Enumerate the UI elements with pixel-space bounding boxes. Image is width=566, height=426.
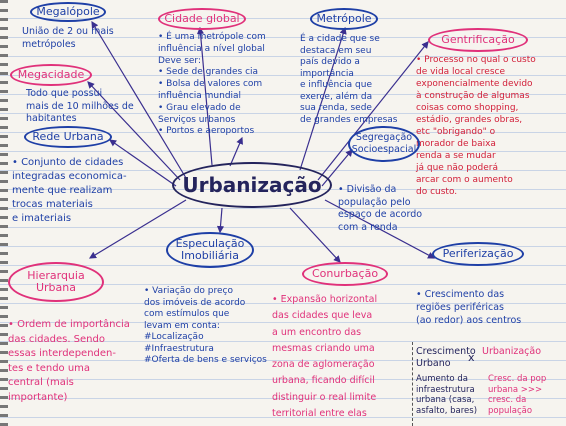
arrow-to-cidade-global-items [229,136,243,167]
text-periferizacao: • Crescimento das regiões periféricas (a… [416,289,522,326]
node-cidade-global: Cidade global [158,8,246,30]
comparison-divider [412,342,414,426]
arrow-to-rede-urbana [109,139,177,187]
central-topic-label: Urbanização [182,173,322,197]
text-conurbacao: • Expansão horizontal das cidades que le… [272,294,378,420]
text-especulacao: • Variação do preço dos imóveis de acord… [144,286,267,365]
comparison-left-title: Crescimento Urbano [416,346,476,369]
arrow-to-metropole [299,26,347,171]
arrow-to-conurbacao [289,207,341,263]
notebook-spiral [0,0,8,426]
comparison-vs: x [468,351,475,364]
text-rede-urbana: • Conjunto de cidades integradas economi… [12,157,127,224]
arrow-to-periferizacao [324,199,436,259]
node-especulacao-title: Especulação Imobiliária [175,237,245,262]
arrow-to-hierarquia [88,199,187,259]
comparison-right-title: Urbanização [482,346,542,357]
node-segregacao-title: Segregação Socioespacial [351,132,417,155]
arrow-to-megalopole [91,20,187,179]
comparison-left-text: Aumento da infraestrutura urbana (casa, … [416,374,478,416]
node-especulacao: Especulação Imobiliária [166,232,254,268]
node-megacidade-title: Megacidade [17,68,85,81]
comparison-right-text: Cresc. da pop urbana >>> cresc. da popul… [488,374,547,416]
node-hierarquia-title: Hierarquia Urbana [27,269,85,294]
arrow-to-megacidade [87,81,181,181]
arrow-to-cidade-global [196,26,213,166]
text-megacidade: Todo que possui mais de 10 milhões de ha… [26,88,134,124]
node-megacidade: Megacidade [10,64,92,86]
node-metropole: Metrópole [310,8,378,30]
central-topic-urbanizacao: Urbanização [172,162,332,208]
node-gentrificacao: Gentrificação [428,28,528,52]
node-metropole-title: Metrópole [316,12,372,25]
node-rede-urbana: Rede Urbana [24,126,112,148]
text-cidade-global: • É uma metrópole com influência a nível… [158,32,266,137]
arrow-to-gentrificacao [317,41,429,181]
node-periferizacao-title: Periferização [442,247,514,260]
text-metropole: É a cidade que se destaca em seu país de… [300,34,398,125]
node-conurbacao-title: Conurbação [311,267,379,280]
node-megalopole-title: Megalópole [36,5,100,18]
node-periferizacao: Periferização [432,242,524,266]
node-hierarquia: Hierarquia Urbana [8,262,104,302]
text-hierarquia: • Ordem de importância das cidades. Send… [8,319,130,403]
node-rede-urbana-title: Rede Urbana [32,130,104,143]
node-segregacao: Segregação Socioespacial [348,126,420,162]
arrow-to-especulacao [216,207,225,234]
node-gentrificacao-title: Gentrificação [441,33,515,46]
text-gentrificacao: • Processo no qual o custo de vida local… [416,55,536,197]
text-megalopole: União de 2 ou mais metrópoles [22,26,114,50]
text-segregacao: • Divisão da população pelo espaço de ac… [338,184,423,233]
node-conurbacao: Conurbação [302,262,388,286]
node-megalopole: Megalópole [30,2,106,22]
node-cidade-global-title: Cidade global [164,12,240,25]
